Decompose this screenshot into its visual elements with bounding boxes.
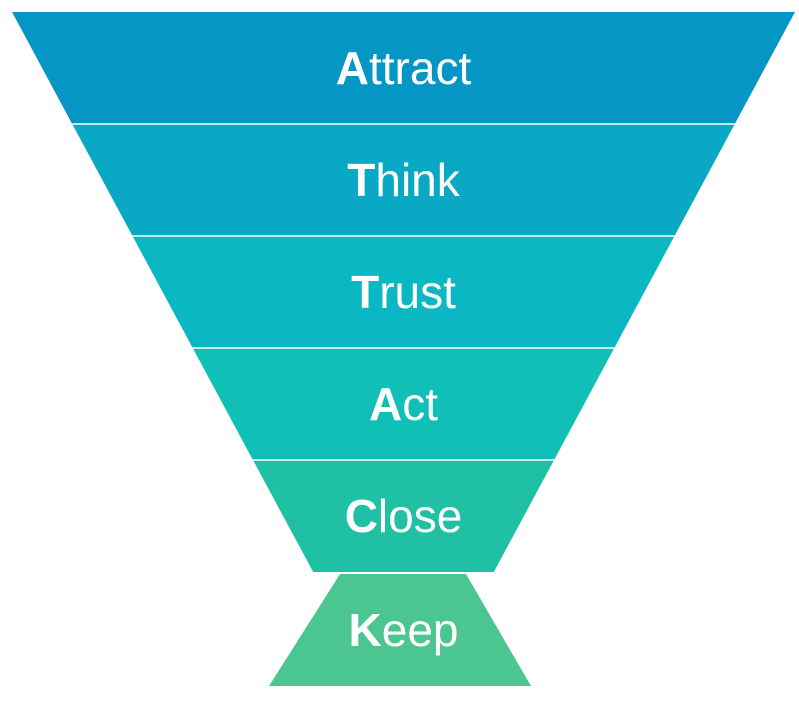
stage-rest: rust <box>379 266 456 318</box>
stage-initial: A <box>336 42 369 94</box>
stage-initial: K <box>349 604 382 656</box>
stage-label-5: Close <box>345 490 463 542</box>
stage-rest: lose <box>378 490 462 542</box>
funnel-layer-1 <box>12 12 795 124</box>
stage-initial: T <box>347 154 375 206</box>
funnel-layer-3 <box>132 236 675 348</box>
stage-label-4: Act <box>369 378 438 430</box>
stage-initial: A <box>369 378 402 430</box>
funnel-layer-5 <box>252 460 555 572</box>
stage-rest: eep <box>382 604 459 656</box>
stage-initial: C <box>345 490 378 542</box>
stage-label-2: Think <box>347 154 460 206</box>
stage-rest: ct <box>402 378 438 430</box>
stage-label-6: Keep <box>349 604 459 656</box>
funnel-layer-4 <box>192 348 615 460</box>
stage-label-1: Attract <box>336 42 472 94</box>
stage-label-3: Trust <box>351 266 456 318</box>
stage-rest: ttract <box>369 42 471 94</box>
stage-rest: hink <box>375 154 460 206</box>
funnel-layer-6 <box>269 574 531 686</box>
funnel-layer-2 <box>72 124 735 236</box>
stage-initial: T <box>351 266 379 318</box>
